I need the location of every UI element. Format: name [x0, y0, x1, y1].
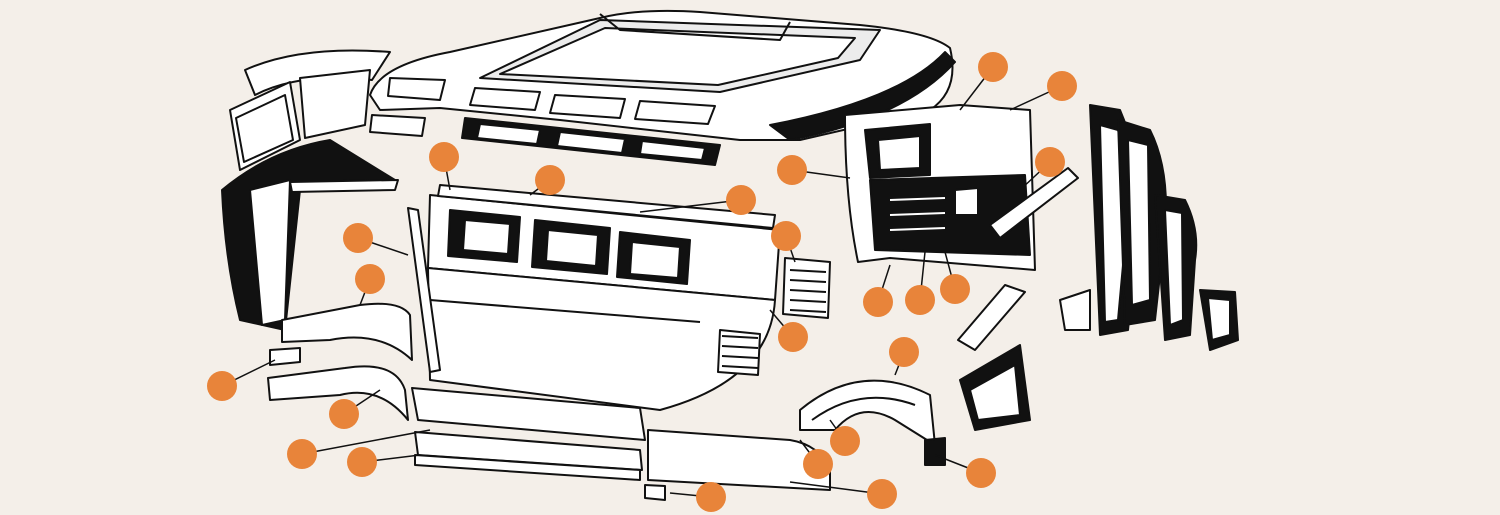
callout-21[interactable] — [803, 449, 833, 479]
cab-floor-support — [957, 167, 1079, 431]
window-channel — [369, 114, 721, 166]
callout-24[interactable] — [696, 482, 726, 512]
callout-1[interactable] — [978, 52, 1008, 82]
side-panel-upper — [427, 184, 781, 301]
callout-6[interactable] — [535, 165, 565, 195]
door-skin — [1117, 119, 1198, 341]
callout-9[interactable] — [343, 223, 373, 253]
rear-arch-repair — [644, 429, 831, 501]
roof-skin — [369, 9, 956, 141]
inner-wheel-arch — [799, 379, 946, 466]
callout-10[interactable] — [355, 264, 385, 294]
callout-8[interactable] — [771, 221, 801, 251]
callout-5[interactable] — [429, 142, 459, 172]
cab-rear-panel — [844, 104, 1036, 271]
callout-15[interactable] — [889, 337, 919, 367]
callout-14[interactable] — [940, 274, 970, 304]
callout-16[interactable] — [207, 371, 237, 401]
callout-11[interactable] — [778, 322, 808, 352]
callout-23[interactable] — [867, 479, 897, 509]
callout-20[interactable] — [830, 426, 860, 456]
callout-18[interactable] — [287, 439, 317, 469]
rear-quarter-repair — [267, 302, 413, 421]
sill-outer — [411, 387, 646, 441]
callout-17[interactable] — [329, 399, 359, 429]
callout-13[interactable] — [905, 285, 935, 315]
side-panel-lower — [407, 207, 776, 411]
callout-22[interactable] — [966, 458, 996, 488]
sill-inner — [414, 431, 643, 481]
callout-3[interactable] — [777, 155, 807, 185]
callout-2[interactable] — [1047, 71, 1077, 101]
engine-vent-louvre — [721, 257, 831, 369]
callout-19[interactable] — [347, 447, 377, 477]
callout-markers — [207, 52, 1077, 512]
callout-4[interactable] — [1035, 147, 1065, 177]
callout-12[interactable] — [863, 287, 893, 317]
rear-corner-window-frame — [229, 49, 391, 171]
callout-7[interactable] — [726, 185, 756, 215]
step-well — [1199, 289, 1239, 351]
